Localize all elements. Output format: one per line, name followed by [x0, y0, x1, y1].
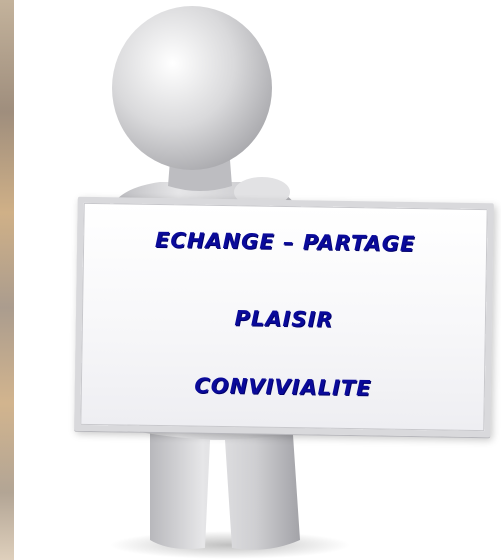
board-line-echange-partage: ECHANGE – PARTAGE	[154, 227, 416, 257]
board-line-convivialite: CONVIVIALITE	[194, 373, 372, 401]
board-line-plaisir: PLAISIR	[234, 306, 334, 332]
background-photo-strip	[0, 0, 14, 560]
message-board: ECHANGE – PARTAGE PLAISIR CONVIVIALITE	[74, 196, 494, 438]
ground-shadow	[110, 531, 350, 559]
figure-legs	[150, 420, 300, 550]
figure-head	[112, 6, 272, 170]
